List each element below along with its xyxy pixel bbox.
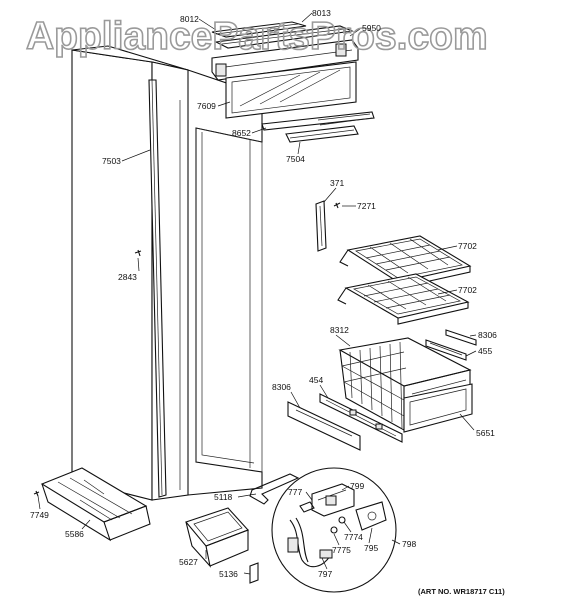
watermark-text: AppliancePartsPros.com (26, 15, 488, 58)
label-5118: 5118 (214, 492, 233, 502)
art-number: (ART NO. WR18717 C11) (418, 587, 505, 596)
dispenser-5586 (33, 467, 151, 542)
label-8012: 8012 (180, 14, 199, 24)
leader-lines (37, 12, 477, 575)
bracket-795 (355, 501, 387, 531)
label-7609: 7609 (197, 101, 216, 111)
label-455: 455 (478, 346, 492, 356)
label-5627: 5627 (179, 557, 198, 567)
connector-7774 (338, 516, 346, 524)
shelf-7702-lower (337, 273, 470, 325)
light-shield-8652 (261, 111, 375, 131)
top-trim-8013 (214, 25, 355, 49)
label-7504: 7504 (286, 154, 305, 164)
label-795: 795 (364, 543, 378, 553)
harness-797 (289, 519, 331, 568)
drawer-front-5651 (403, 383, 473, 433)
bracket-5118 (249, 473, 300, 505)
label-2843: 2843 (118, 272, 137, 282)
clip-5136 (249, 562, 259, 584)
drawer-slide-8306-left (287, 401, 361, 451)
label-7702-lower: 7702 (458, 285, 477, 295)
cabinet-liner (71, 45, 263, 501)
label-798: 798 (402, 539, 416, 549)
connector-7775 (330, 526, 338, 534)
label-8013: 8013 (312, 8, 331, 18)
label-5950: 5950 (362, 23, 381, 33)
label-454: 454 (309, 375, 323, 385)
trim-strip-7503 (148, 79, 167, 498)
label-797: 797 (318, 569, 332, 579)
detail-circle-798 (271, 467, 397, 593)
screw-7749 (33, 490, 40, 497)
label-8652: 8652 (232, 128, 251, 138)
label-799: 799 (350, 481, 364, 491)
label-5586: 5586 (65, 529, 84, 539)
label-371: 371 (330, 178, 344, 188)
top-control-assembly (211, 21, 375, 143)
label-8306-left: 8306 (272, 382, 291, 392)
part-labels: 8012 8013 5950 7609 8652 7504 7503 371 7… (30, 8, 497, 579)
control-housing-5950 (211, 39, 359, 81)
label-7702-upper: 7702 (458, 241, 477, 251)
label-7774: 7774 (344, 532, 363, 542)
label-8312: 8312 (330, 325, 349, 335)
basket-8312 (338, 337, 473, 433)
shelf-7702-upper (339, 235, 472, 289)
screw-2843 (134, 249, 142, 257)
label-7749: 7749 (30, 510, 49, 520)
label-7503: 7503 (102, 156, 121, 166)
label-8306-right: 8306 (478, 330, 497, 340)
glass-panel-7609 (225, 61, 357, 119)
label-5136: 5136 (219, 569, 238, 579)
shelf-rail-371 (315, 200, 341, 252)
label-7271: 7271 (357, 201, 376, 211)
label-777: 777 (288, 487, 302, 497)
screw-7271 (333, 202, 341, 209)
part-777 (299, 501, 315, 513)
label-5651: 5651 (476, 428, 495, 438)
label-7775: 7775 (332, 545, 351, 555)
drawer-slide-454 (319, 393, 403, 443)
tray-5627 (185, 507, 249, 568)
